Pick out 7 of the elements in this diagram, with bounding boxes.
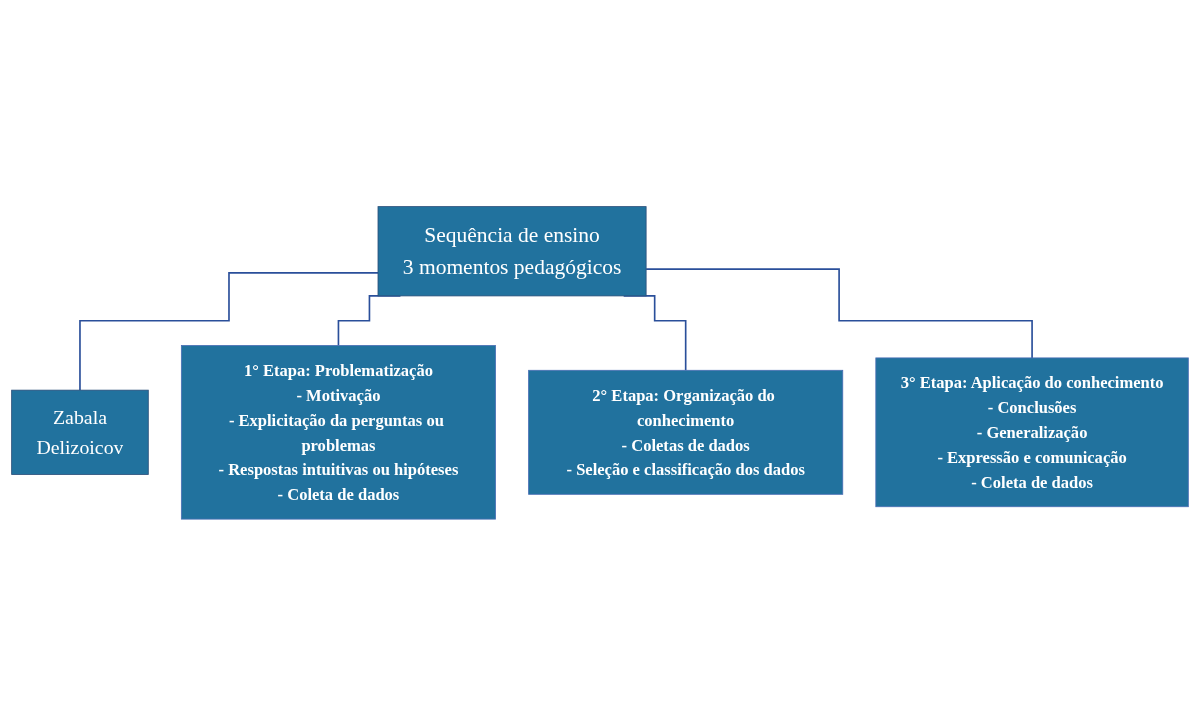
node-box: Sequência de ensino 3 momentos pedagógicos [377, 206, 647, 297]
connector [79, 272, 379, 392]
connector [645, 268, 1033, 359]
node-box: 1° Etapa: Problematização - Motivação - Explicitação da perguntas ou problemas - Respostas intuitivas ou hipóteses - Coleta de dados [180, 345, 496, 520]
node-box: 2° Etapa: Organização do conhecimento - Coletas de dados - Seleção e classificação dos dados [528, 370, 844, 495]
node-box: 3° Etapa: Aplicação do conhecimento - Conclusões - Generalização - Expressão e comunicação - Coleta de dados [875, 357, 1189, 508]
node-box: Zabala Delizoicov [11, 389, 149, 475]
